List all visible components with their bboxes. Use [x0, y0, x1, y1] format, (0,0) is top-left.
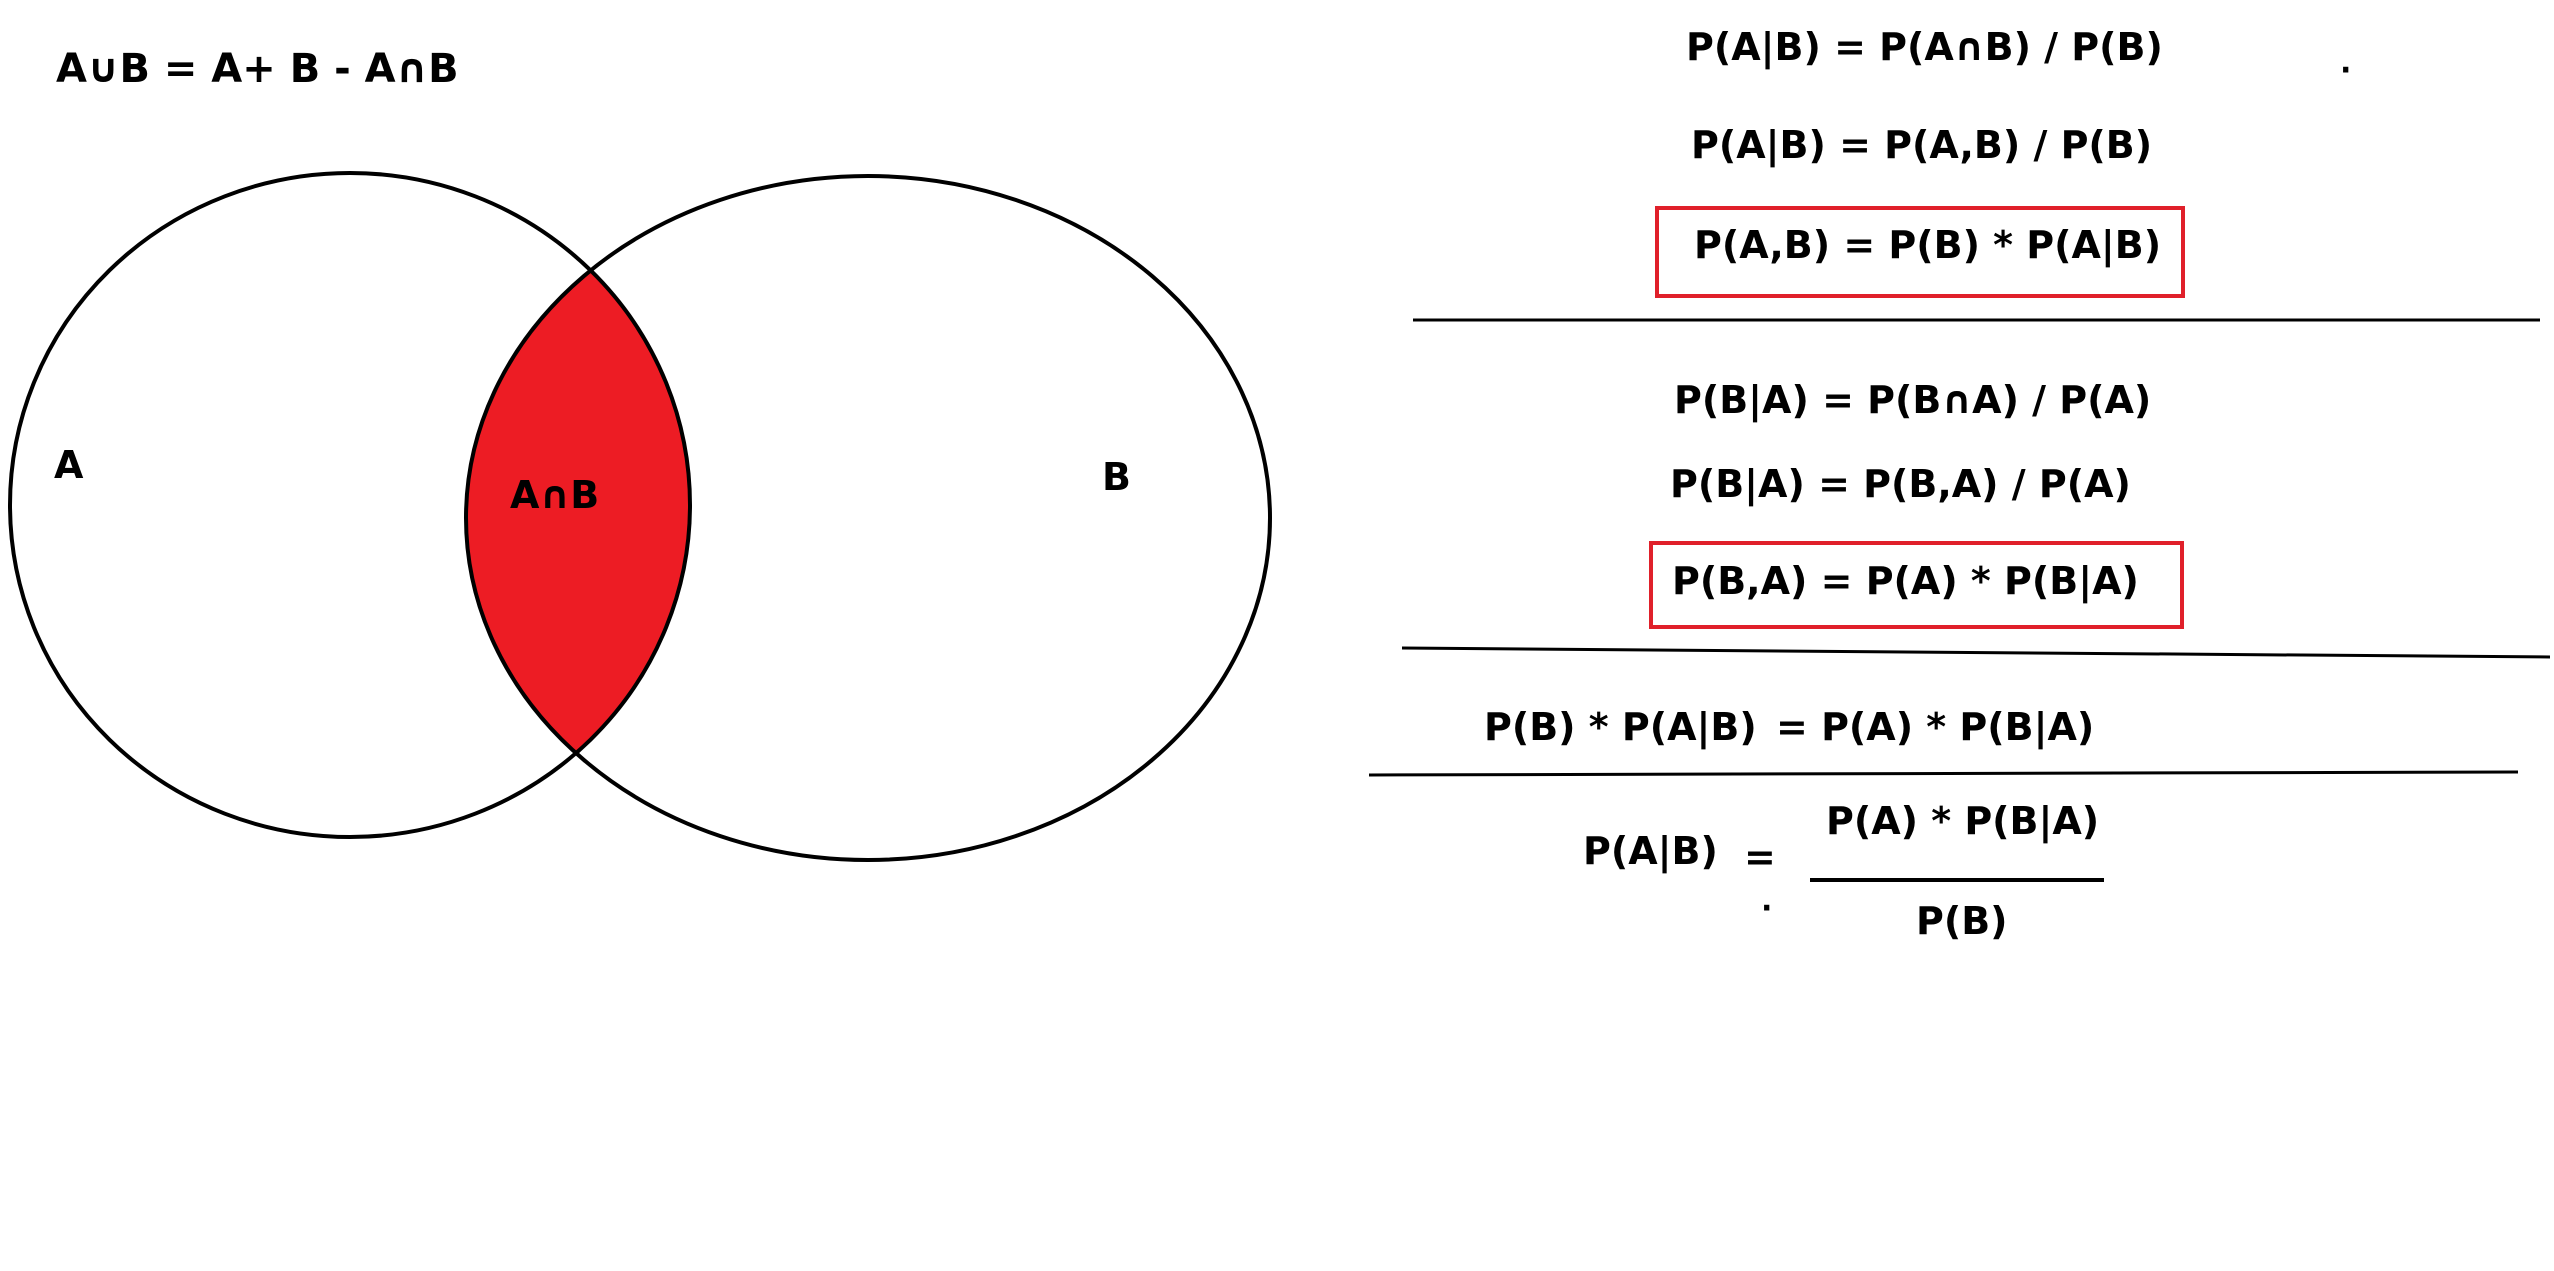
- set-a-label: A: [54, 443, 84, 487]
- bayes-lhs: P(A|B): [1583, 829, 1718, 874]
- set-b-circle: [464, 174, 1272, 862]
- equation-combined-right: = P(A) * P(B|A): [1776, 705, 2094, 750]
- equation-group-combined: P(B) * P(A|B) = P(A) * P(B|A): [1484, 705, 2094, 750]
- equation-joint-ba: P(B,A) = P(A) * P(B|A): [1672, 559, 2139, 604]
- union-formula: A∪B = A+ B - A∩B: [56, 46, 459, 92]
- highlight-box-joint-ba: [1649, 541, 2184, 629]
- equation-group-a-given-b: P(A|B) = P(A∩B) / P(B) · P(A|B) = P(A,B)…: [1655, 25, 2351, 298]
- equation-a-given-b-joint: P(A|B) = P(A,B) / P(B): [1691, 123, 2152, 168]
- equation-b-given-a-joint: P(B|A) = P(B,A) / P(A): [1670, 462, 2131, 507]
- decorative-dot: ·: [1761, 891, 1772, 926]
- equation-joint-ab: P(A,B) = P(B) * P(A|B): [1694, 223, 2161, 268]
- bayes-equals: =: [1744, 835, 1776, 879]
- bayes-denominator: P(B): [1916, 899, 2008, 943]
- highlight-box-joint-ab: [1655, 206, 2185, 298]
- equation-a-given-b-intersection: P(A|B) = P(A∩B) / P(B): [1686, 25, 2163, 70]
- venn-diagram: A B A∩B: [8, 171, 1272, 862]
- bayes-numerator: P(A) * P(B|A): [1826, 799, 2099, 844]
- divider-2: [1401, 646, 2551, 659]
- set-a-circle: [8, 171, 692, 839]
- intersection-region: [466, 176, 690, 837]
- equation-combined-left: P(B) * P(A|B): [1484, 705, 1757, 750]
- decorative-dot: ·: [2340, 53, 2351, 88]
- equation-group-b-given-a: P(B|A) = P(B∩A) / P(A) P(B|A) = P(B,A) /…: [1649, 378, 2184, 629]
- equation-b-given-a-intersection: P(B|A) = P(B∩A) / P(A): [1674, 378, 2151, 423]
- set-b-label: B: [1102, 455, 1131, 499]
- bayes-theorem: P(A|B) = · P(A) * P(B|A) P(B): [1583, 799, 2104, 943]
- divider-3: [1368, 770, 2519, 777]
- intersection-label: A∩B: [510, 473, 599, 517]
